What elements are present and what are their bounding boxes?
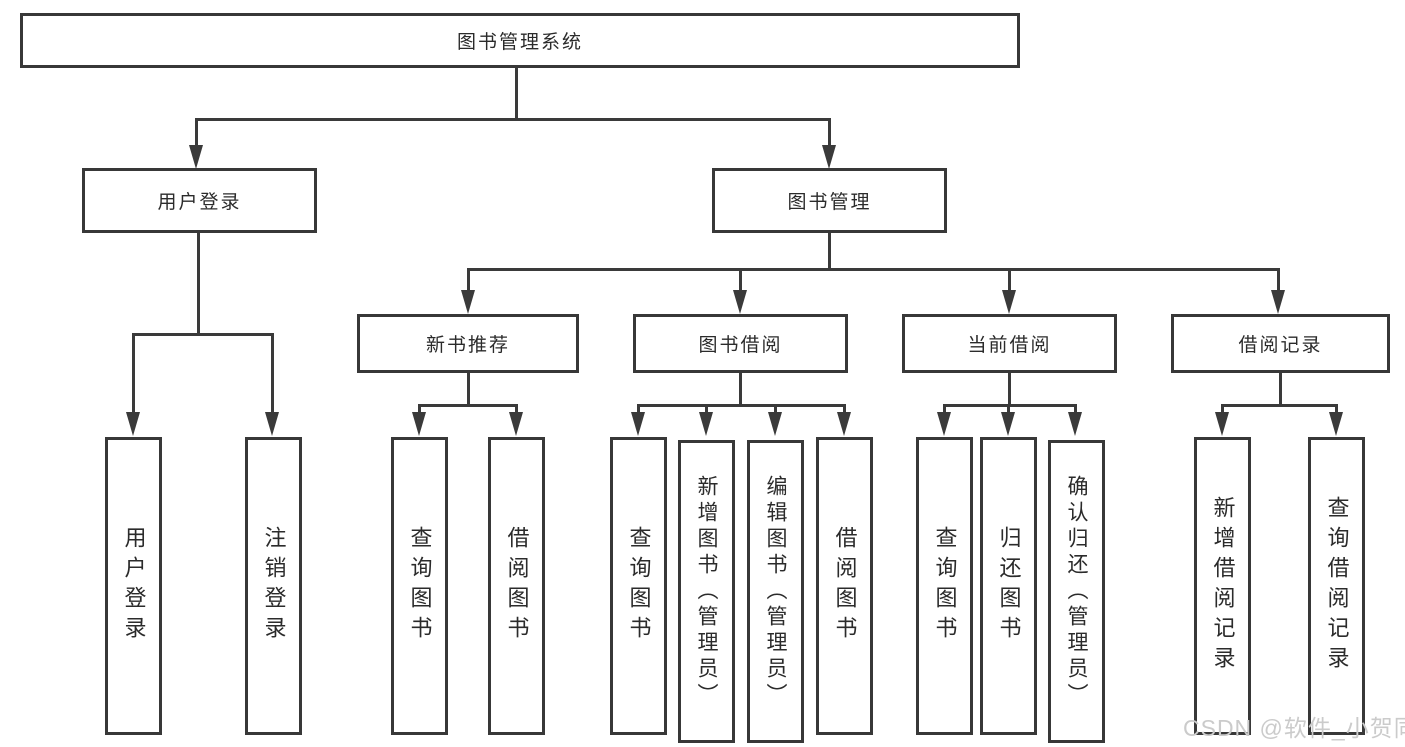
connector-line <box>195 118 198 148</box>
arrowhead-icon <box>768 412 782 436</box>
arrowhead-icon <box>699 412 713 436</box>
leaf-records-add-record: 新增借阅记录 <box>1194 437 1251 735</box>
arrowhead-icon <box>1002 290 1016 314</box>
connector-line <box>418 404 421 414</box>
arrowhead-icon <box>265 412 279 436</box>
connector-line <box>197 233 200 334</box>
connector-line <box>1335 404 1338 414</box>
arrowhead-icon <box>822 145 836 169</box>
connector-line <box>828 233 831 270</box>
leaf-borrow-add-books-admin: 新增图书（管理员） <box>678 440 735 743</box>
connector-line <box>418 404 517 407</box>
connector-line <box>637 404 845 407</box>
node-book-management-branch: 图书管理 <box>712 168 947 233</box>
arrowhead-icon <box>1271 290 1285 314</box>
connector-line <box>271 333 274 413</box>
node-user-login-branch: 用户登录 <box>82 168 317 233</box>
leaf-current-return-books: 归还图书 <box>980 437 1037 735</box>
connector-line <box>1221 404 1224 414</box>
arrowhead-icon <box>733 290 747 314</box>
leaf-newbook-borrow-books: 借阅图书 <box>488 437 545 735</box>
connector-line <box>943 404 1077 407</box>
arrowhead-icon <box>631 412 645 436</box>
node-book-borrow: 图书借阅 <box>633 314 848 373</box>
leaf-newbook-query-books: 查询图书 <box>391 437 448 735</box>
connector-line <box>739 268 742 292</box>
connector-line <box>774 404 777 414</box>
connector-line <box>467 373 470 406</box>
arrowhead-icon <box>1329 412 1343 436</box>
leaf-current-query-books: 查询图书 <box>916 437 973 735</box>
leaf-user-login: 用户登录 <box>105 437 162 735</box>
connector-line <box>195 118 831 121</box>
arrowhead-icon <box>189 145 203 169</box>
node-new-book-recommend: 新书推荐 <box>357 314 579 373</box>
leaf-current-confirm-return-admin: 确认归还（管理员） <box>1048 440 1105 743</box>
connector-line <box>943 404 946 414</box>
connector-line <box>1007 404 1010 414</box>
arrowhead-icon <box>509 412 523 436</box>
arrowhead-icon <box>837 412 851 436</box>
connector-line <box>1279 373 1282 406</box>
connector-line <box>1277 268 1280 292</box>
arrowhead-icon <box>1068 412 1082 436</box>
watermark: CSDN @软件_小贺同学 <box>1183 715 1405 741</box>
arrowhead-icon <box>1001 412 1015 436</box>
connector-line <box>467 268 1280 271</box>
connector-line <box>515 404 518 414</box>
connector-line <box>1008 373 1011 406</box>
connector-line <box>843 404 846 414</box>
arrowhead-icon <box>126 412 140 436</box>
leaf-borrow-borrow-books: 借阅图书 <box>816 437 873 735</box>
arrowhead-icon <box>937 412 951 436</box>
connector-line <box>1008 268 1011 292</box>
leaf-logout: 注销登录 <box>245 437 302 735</box>
arrowhead-icon <box>1215 412 1229 436</box>
connector-line <box>828 118 831 148</box>
connector-line <box>1221 404 1337 407</box>
connector-line <box>637 404 640 414</box>
arrowhead-icon <box>412 412 426 436</box>
node-borrow-records: 借阅记录 <box>1171 314 1390 373</box>
connector-line <box>132 333 135 413</box>
leaf-borrow-query-books: 查询图书 <box>610 437 667 735</box>
connector-line <box>515 68 518 120</box>
connector-line <box>1074 404 1077 414</box>
arrowhead-icon <box>461 290 475 314</box>
leaf-borrow-edit-books-admin: 编辑图书（管理员） <box>747 440 804 743</box>
leaf-records-query-record: 查询借阅记录 <box>1308 437 1365 735</box>
node-current-borrow: 当前借阅 <box>902 314 1117 373</box>
connector-line <box>705 404 708 414</box>
connector-line <box>739 373 742 406</box>
node-root: 图书管理系统 <box>20 13 1020 68</box>
connector-line <box>132 333 274 336</box>
connector-line <box>467 268 470 292</box>
